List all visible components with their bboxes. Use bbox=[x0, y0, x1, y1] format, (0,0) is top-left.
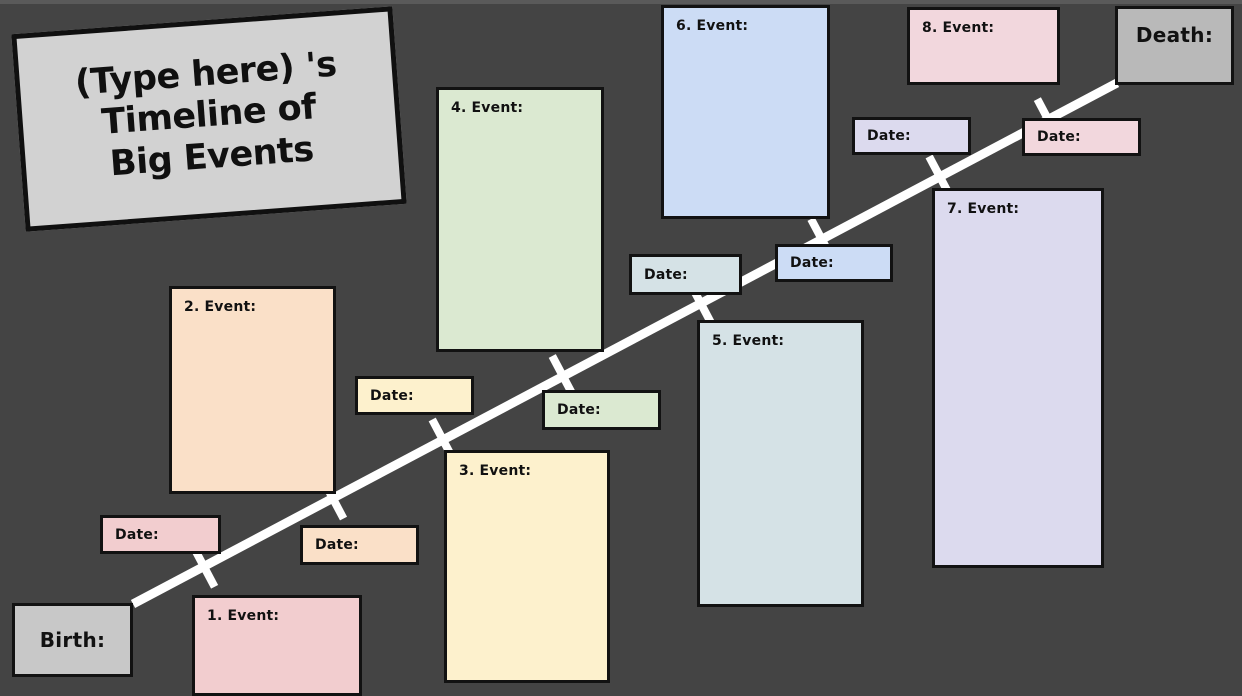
event-box-1[interactable]: 1. Event: bbox=[192, 595, 362, 696]
birth-label: Birth: bbox=[39, 628, 106, 652]
event-box-4[interactable]: 4. Event: bbox=[436, 87, 604, 352]
event-label-5: 5. Event: bbox=[712, 333, 785, 349]
date-label-7: Date: bbox=[867, 128, 911, 144]
event-label-3: 3. Event: bbox=[459, 463, 532, 479]
event-box-3[interactable]: 3. Event: bbox=[444, 450, 610, 683]
date-box-6[interactable]: Date: bbox=[775, 244, 893, 282]
event-label-8: 8. Event: bbox=[922, 20, 995, 36]
event-box-5[interactable]: 5. Event: bbox=[697, 320, 864, 607]
event-box-2[interactable]: 2. Event: bbox=[169, 286, 336, 494]
date-label-2: Date: bbox=[315, 537, 359, 553]
event-label-7: 7. Event: bbox=[947, 201, 1020, 217]
event-box-7[interactable]: 7. Event: bbox=[932, 188, 1104, 568]
event-box-8[interactable]: 8. Event: bbox=[907, 7, 1060, 85]
event-label-4: 4. Event: bbox=[451, 100, 524, 116]
date-label-1: Date: bbox=[115, 526, 159, 543]
date-box-2[interactable]: Date: bbox=[300, 525, 419, 565]
top-edge-strip bbox=[0, 0, 1242, 4]
death-box[interactable]: Death: bbox=[1115, 6, 1234, 85]
event-label-6: 6. Event: bbox=[676, 18, 749, 34]
page-title[interactable]: (Type here) 's Timeline of Big Events bbox=[11, 6, 407, 232]
date-box-1[interactable]: Date: bbox=[100, 515, 221, 554]
date-label-6: Date: bbox=[790, 255, 834, 271]
event-box-6[interactable]: 6. Event: bbox=[661, 5, 830, 219]
date-label-5: Date: bbox=[644, 266, 688, 283]
event-label-1: 1. Event: bbox=[207, 608, 280, 624]
event-label-2: 2. Event: bbox=[184, 299, 257, 315]
death-label: Death: bbox=[1135, 23, 1214, 47]
date-box-7[interactable]: Date: bbox=[852, 117, 971, 155]
date-label-3: Date: bbox=[370, 387, 414, 404]
date-box-3[interactable]: Date: bbox=[355, 376, 474, 415]
birth-box[interactable]: Birth: bbox=[12, 603, 133, 677]
date-box-8[interactable]: Date: bbox=[1022, 118, 1141, 156]
date-label-4: Date: bbox=[557, 402, 601, 418]
date-label-8: Date: bbox=[1037, 129, 1081, 145]
date-box-5[interactable]: Date: bbox=[629, 254, 742, 295]
date-box-4[interactable]: Date: bbox=[542, 390, 661, 430]
